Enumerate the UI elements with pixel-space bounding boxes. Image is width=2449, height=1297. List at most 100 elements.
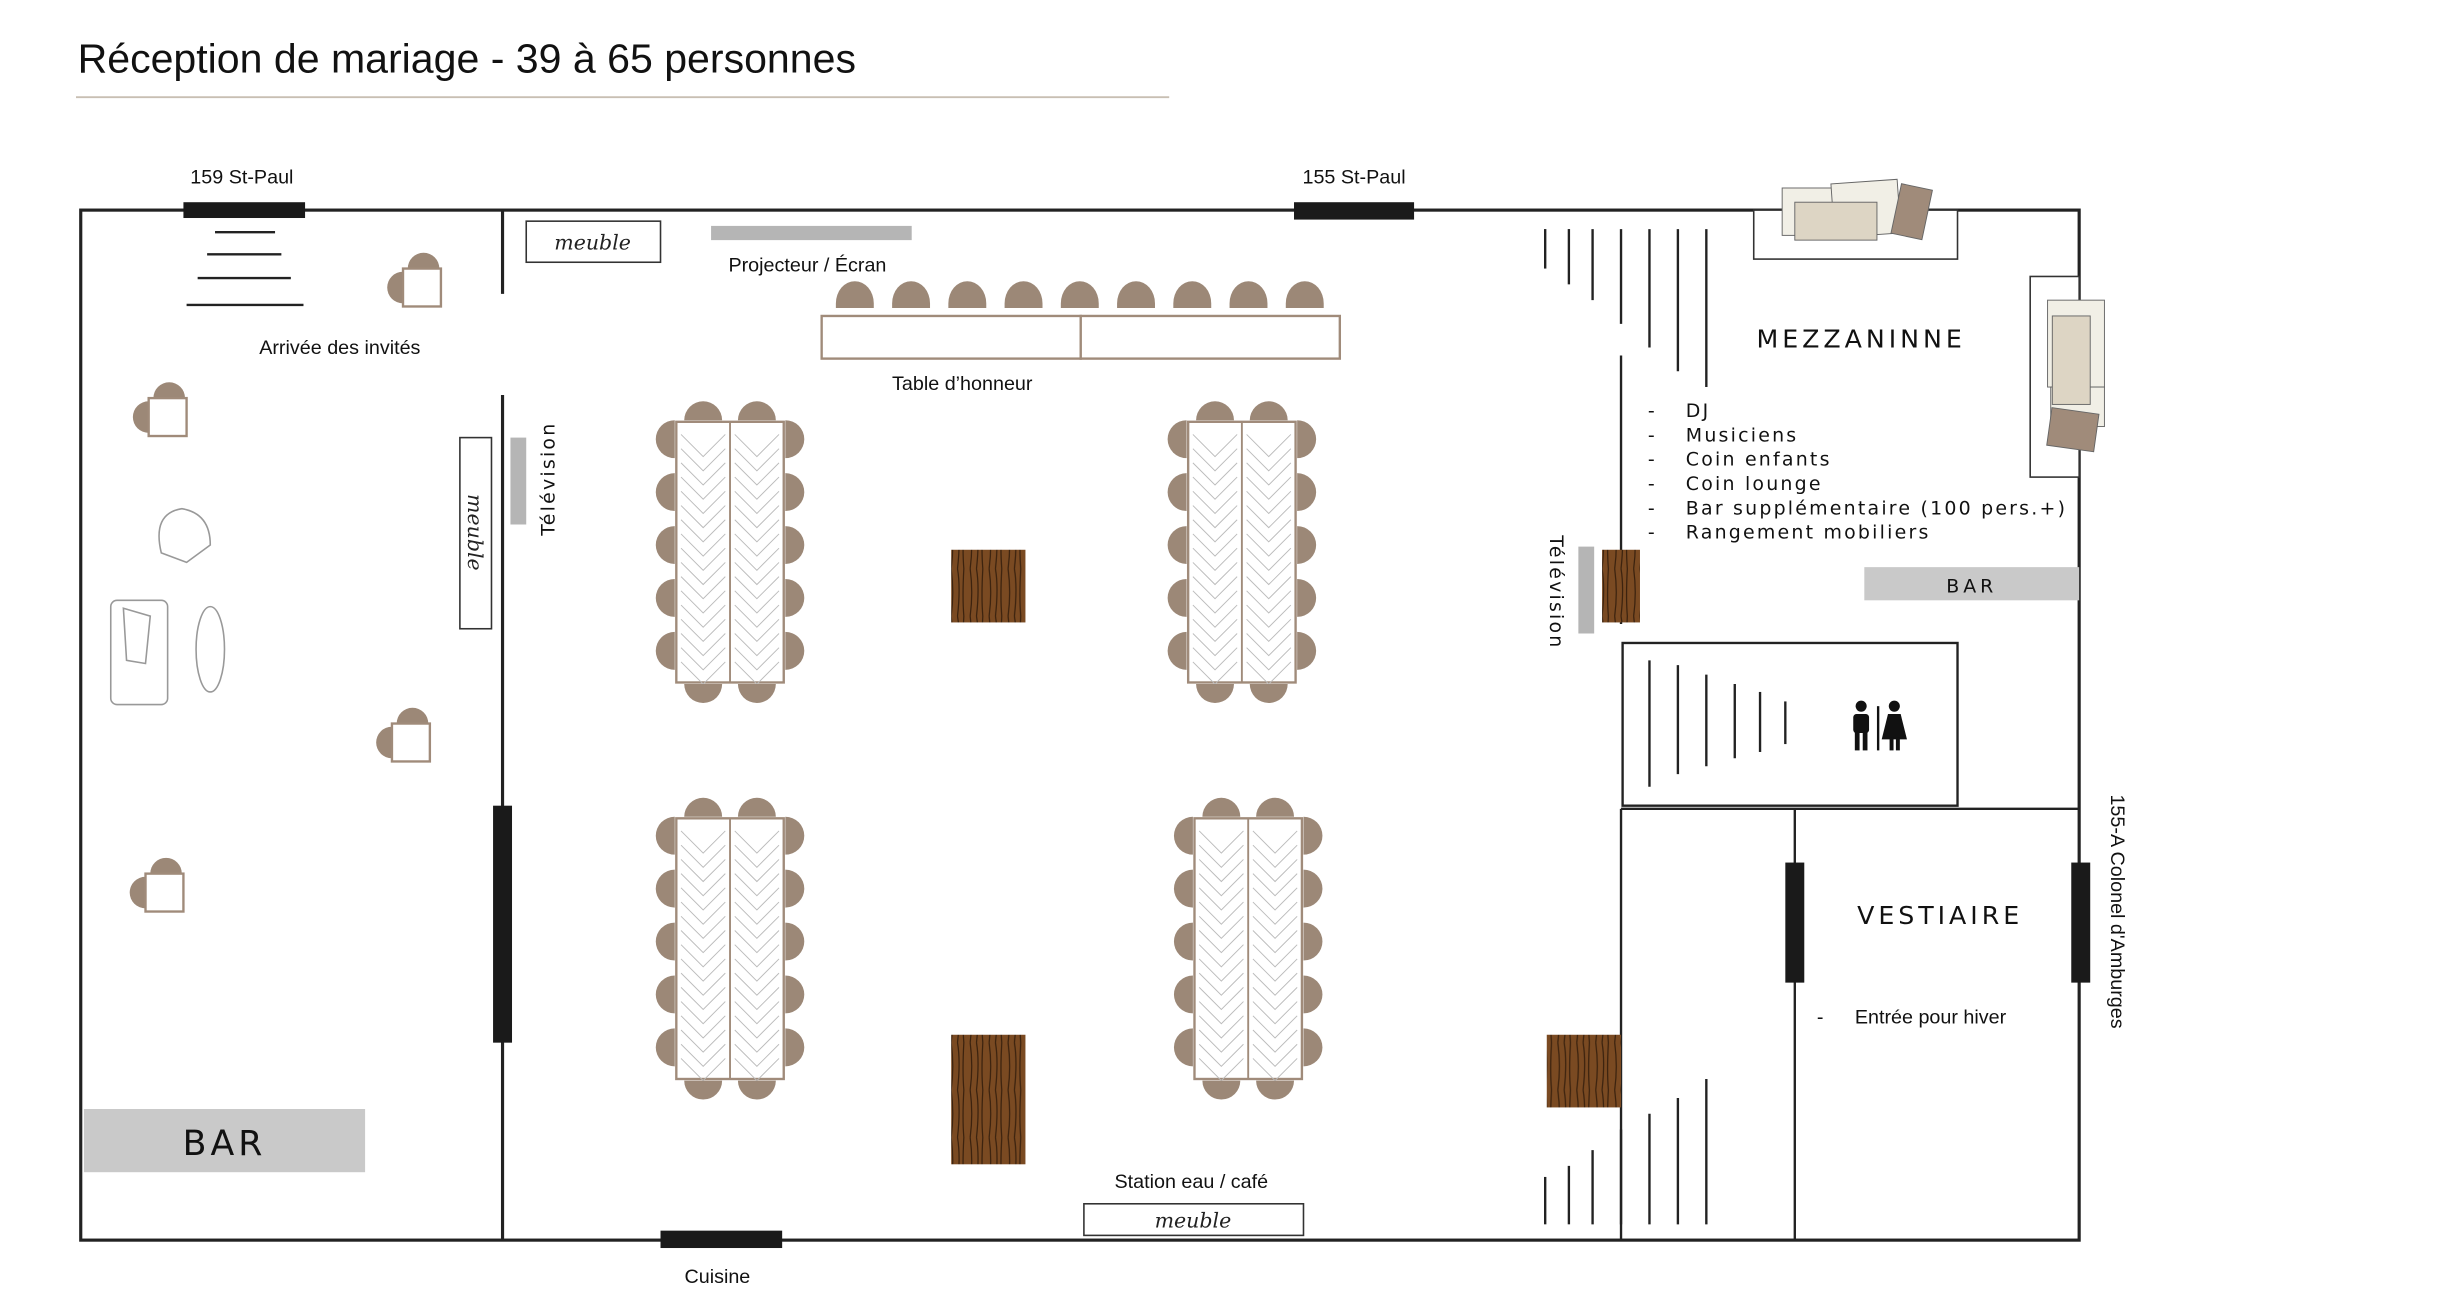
door-cuisine bbox=[660, 1230, 783, 1249]
chair bbox=[684, 797, 723, 817]
chair bbox=[684, 401, 723, 421]
chair bbox=[1173, 816, 1193, 855]
door-155-label: 155 St-Paul bbox=[1302, 166, 1405, 188]
chair bbox=[387, 271, 404, 304]
chair bbox=[407, 252, 440, 269]
chair bbox=[129, 876, 146, 909]
chair bbox=[1303, 869, 1323, 908]
wood-station bbox=[1602, 549, 1640, 623]
meuble-left-label: meuble bbox=[463, 494, 487, 571]
mezzanine-bullet: - bbox=[1648, 522, 1657, 544]
chair bbox=[684, 684, 723, 704]
projector-screen bbox=[711, 225, 912, 241]
chair bbox=[1303, 816, 1323, 855]
chair bbox=[1167, 578, 1187, 617]
chair bbox=[1167, 631, 1187, 670]
chair bbox=[1297, 473, 1317, 512]
street-door bbox=[2071, 862, 2091, 983]
mezzanine-bullet: - bbox=[1648, 400, 1657, 422]
chair bbox=[655, 1028, 675, 1067]
head-table-chairs bbox=[835, 281, 1324, 309]
station-label: Station eau / café bbox=[1115, 1171, 1269, 1193]
chair bbox=[1173, 869, 1193, 908]
chair bbox=[153, 382, 186, 399]
mezzanine-item: Musiciens bbox=[1686, 424, 1799, 446]
chair bbox=[737, 401, 776, 421]
chair bbox=[1173, 975, 1193, 1014]
chair bbox=[737, 797, 776, 817]
chair bbox=[150, 857, 182, 874]
street-side-label: 155-A Colonel d'Amburges bbox=[2106, 794, 2128, 1028]
entrance-steps bbox=[186, 231, 304, 307]
mezzanine-item: Coin enfants bbox=[1686, 449, 1832, 471]
table-top bbox=[144, 872, 185, 913]
meuble-bottom bbox=[1083, 1203, 1305, 1237]
chair bbox=[785, 922, 805, 961]
arrivee-label: Arrivée des invités bbox=[259, 337, 420, 359]
television-left bbox=[510, 437, 527, 525]
page-title: Réception de mariage - 39 à 65 personnes bbox=[78, 36, 856, 82]
chair bbox=[785, 975, 805, 1014]
cocktail-table bbox=[376, 707, 432, 763]
mezzanine-bullet: - bbox=[1648, 473, 1657, 495]
chevron-pattern bbox=[680, 830, 780, 1082]
chair bbox=[655, 631, 675, 670]
walls bbox=[79, 208, 2081, 1242]
head-table bbox=[820, 314, 1342, 360]
chair bbox=[1196, 401, 1234, 421]
chair bbox=[655, 578, 675, 617]
chair bbox=[655, 816, 675, 855]
cocktail-table bbox=[132, 382, 188, 438]
chair bbox=[1297, 631, 1317, 670]
chair bbox=[785, 816, 805, 855]
chair bbox=[376, 726, 392, 759]
chair bbox=[1173, 1028, 1193, 1067]
mezzanine-item: Coin lounge bbox=[1686, 473, 1823, 495]
restroom-icon bbox=[1853, 700, 1907, 751]
chevron-pattern bbox=[680, 434, 780, 685]
chair bbox=[1173, 922, 1193, 961]
chair bbox=[1303, 1028, 1323, 1067]
mezzanine-item: Rangement mobiliers bbox=[1686, 522, 1931, 544]
chevron-pattern bbox=[1192, 434, 1292, 685]
guest-table bbox=[1167, 401, 1317, 704]
mezzanine-item: Bar supplémentaire (100 pers.+) bbox=[1686, 497, 2067, 519]
chair bbox=[655, 420, 675, 459]
door-159-label: 159 St-Paul bbox=[190, 166, 293, 188]
chair bbox=[785, 631, 805, 670]
meuble-top-label: meuble bbox=[554, 231, 631, 255]
chair bbox=[785, 1028, 805, 1067]
chair bbox=[132, 401, 149, 433]
chair bbox=[655, 922, 675, 961]
guest-table bbox=[655, 401, 805, 704]
chair bbox=[684, 1080, 723, 1100]
chair bbox=[1060, 281, 1099, 309]
chair bbox=[785, 869, 805, 908]
chair bbox=[1202, 1080, 1241, 1100]
bar-main-label: BAR bbox=[183, 1124, 267, 1164]
wood-station bbox=[1546, 1034, 1622, 1108]
door-159-st-paul bbox=[183, 202, 306, 219]
chair bbox=[737, 1080, 776, 1100]
chair bbox=[1004, 281, 1043, 309]
chair bbox=[1297, 526, 1317, 564]
wood-station bbox=[951, 549, 1026, 623]
head-table-label: Table d’honneur bbox=[892, 373, 1033, 395]
vestiaire-bullet: - bbox=[1817, 1007, 1824, 1029]
sofa-outline bbox=[109, 599, 169, 706]
bar-mezzanine bbox=[1864, 567, 2080, 601]
chair bbox=[785, 420, 805, 459]
meuble-top bbox=[525, 220, 662, 264]
chair bbox=[1303, 922, 1323, 961]
meuble-bottom-label: meuble bbox=[1155, 1208, 1232, 1232]
armchair-outline bbox=[158, 507, 212, 564]
chair bbox=[785, 526, 805, 564]
chair bbox=[655, 975, 675, 1014]
chair bbox=[655, 473, 675, 512]
door-cuisine-label: Cuisine bbox=[684, 1266, 750, 1288]
mezzanine-bullet: - bbox=[1648, 449, 1657, 471]
chair bbox=[785, 578, 805, 617]
mezzanine-list: -DJ-Musiciens-Coin enfants-Coin lounge-B… bbox=[1648, 400, 2067, 544]
chair bbox=[655, 526, 675, 564]
chevron-pattern bbox=[1198, 830, 1298, 1082]
